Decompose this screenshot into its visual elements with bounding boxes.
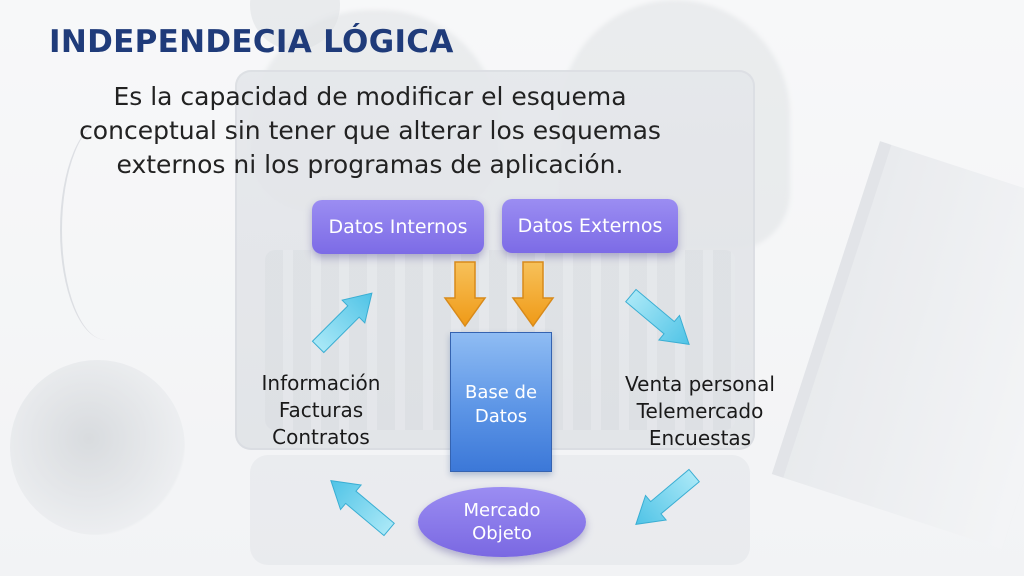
arrow-down-right-icon: [625, 288, 690, 346]
right-list-item: Venta personal: [625, 372, 775, 396]
mercado-objeto-line-1: Mercado: [463, 500, 541, 521]
background-earbuds: [60, 120, 152, 340]
base-de-datos-line-2: Datos: [474, 406, 528, 427]
left-list-item: Contratos: [272, 425, 370, 449]
arrow-down-left-icon: [635, 468, 700, 526]
slide-description: Es la capacidad de modificar el esquema …: [79, 82, 661, 179]
datos-externos-box: Datos Externos: [502, 199, 678, 253]
right-list-item: Encuestas: [648, 426, 752, 450]
background-plant: [10, 360, 185, 535]
mercado-objeto-line-2: Objeto: [472, 523, 532, 544]
arrow-up-right-icon: [311, 292, 373, 354]
left-list: Información Facturas Contratos: [248, 370, 394, 451]
right-list: Venta personal Telemercado Encuestas: [608, 371, 792, 452]
right-list-item: Telemercado: [636, 399, 764, 423]
slide-title: INDEPENDECIA LÓGICA: [49, 24, 454, 60]
datos-internos-box: Datos Internos: [312, 200, 484, 254]
left-list-item: Facturas: [278, 398, 364, 422]
down-arrow-left-icon: [443, 261, 487, 328]
down-arrow-right-icon: [511, 261, 555, 328]
left-list-item: Información: [261, 371, 381, 395]
base-de-datos-box: Base de Datos: [450, 332, 552, 472]
base-de-datos-line-1: Base de: [464, 382, 538, 403]
mercado-objeto-ellipse: Mercado Objeto: [418, 487, 586, 557]
arrow-up-left-icon: [330, 479, 395, 537]
